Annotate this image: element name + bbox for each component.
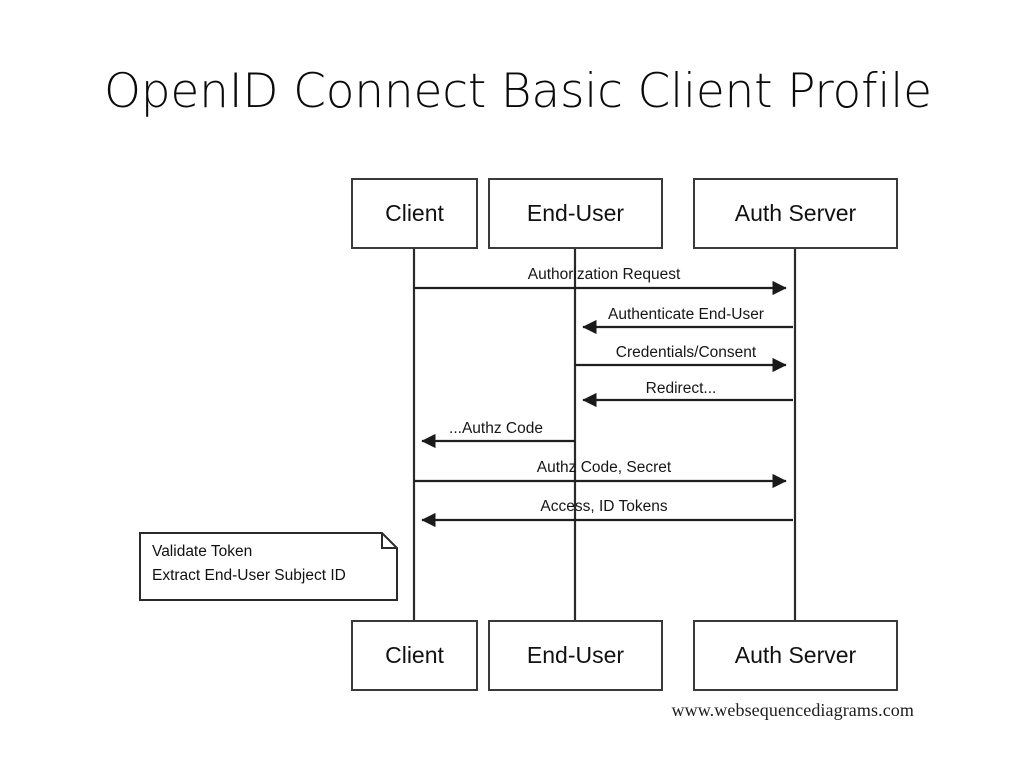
page-title: OpenID Connect Basic Client Profile <box>104 64 932 119</box>
message-label-access-id-tokens: Access, ID Tokens <box>540 498 668 515</box>
lifelines <box>412 249 797 620</box>
message-arrows <box>414 280 793 528</box>
actor-box-end-user-top[interactable]: End-User <box>488 178 663 249</box>
note-box-shape <box>139 532 398 601</box>
message-label-authz-code-secret: Authz Code, Secret <box>536 459 672 476</box>
note-line-validate-token: Validate Token <box>152 543 253 560</box>
footer-credit: www.websequencediagrams.com <box>671 700 914 720</box>
message-label-authz-code: ...Authz Code <box>449 420 543 437</box>
message-label-redirect: Redirect... <box>645 380 717 397</box>
actor-label-end-user-top: End-User <box>526 200 625 226</box>
note-validate-token[interactable]: Validate Token Extract End-User Subject … <box>140 533 397 600</box>
actor-label-end-user-bottom: End-User <box>526 642 625 668</box>
actor-box-end-user-bottom[interactable]: End-User <box>488 620 663 691</box>
actor-box-auth-server-top[interactable]: Auth Server <box>693 178 898 249</box>
actor-box-auth-server-bottom[interactable]: Auth Server <box>693 620 898 691</box>
message-label-authenticate-end-user: Authenticate End-User <box>608 306 764 323</box>
note-line-extract-subject-id: Extract End-User Subject ID <box>152 567 346 584</box>
actor-label-auth-server-top: Auth Server <box>734 200 857 226</box>
actor-label-client-top: Client <box>385 200 444 226</box>
actor-box-client-bottom[interactable]: Client <box>351 620 478 691</box>
actor-label-auth-server-bottom: Auth Server <box>734 642 857 668</box>
actor-label-client-bottom: Client <box>385 642 444 668</box>
message-label-authorization-request: Authorization Request <box>527 266 681 283</box>
actor-box-client-top[interactable]: Client <box>351 178 478 249</box>
message-label-credentials-consent: Credentials/Consent <box>615 344 757 361</box>
